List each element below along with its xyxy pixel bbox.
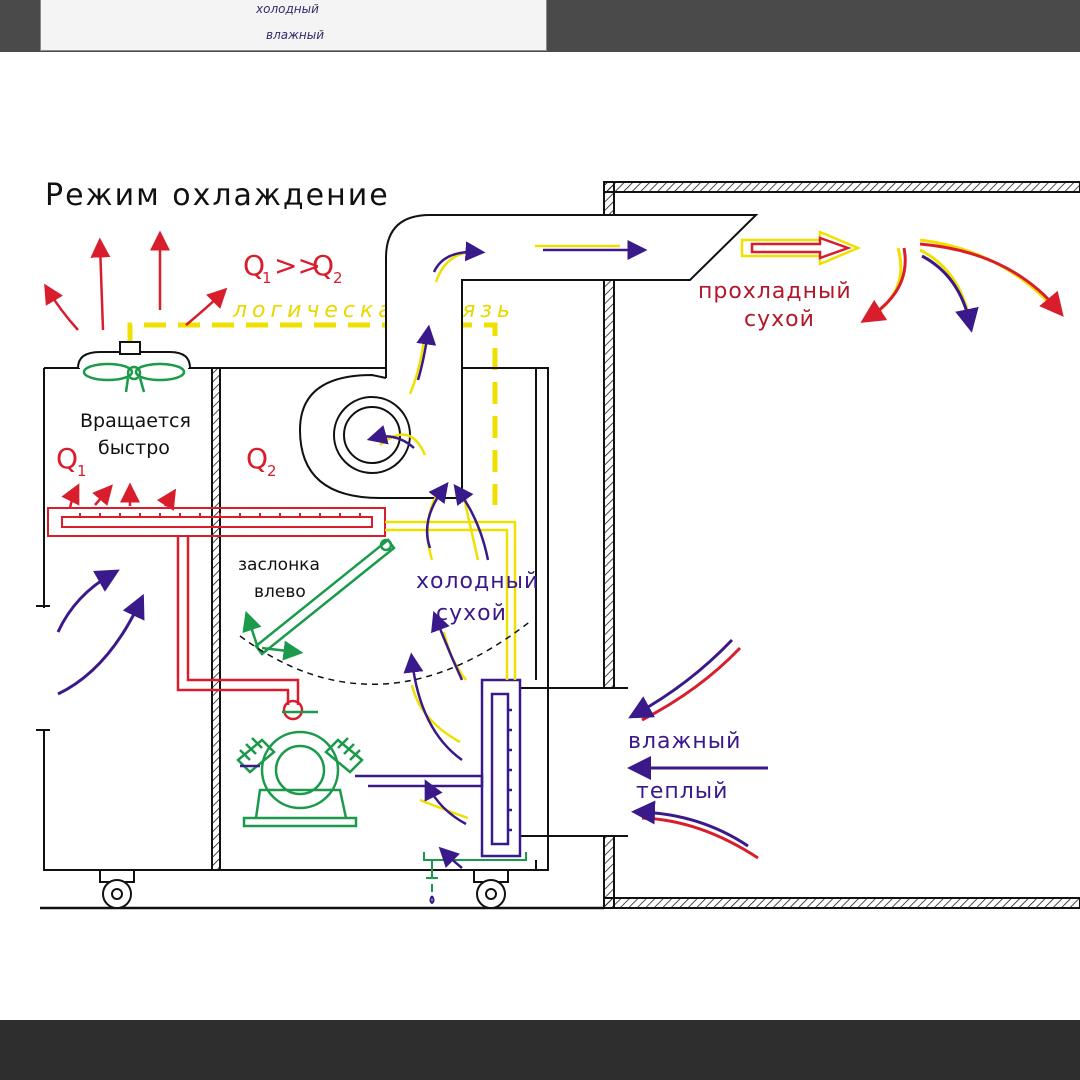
formula-sub1: 1 xyxy=(262,269,272,287)
logic-link-line xyxy=(127,322,498,505)
fan-label-line2: быстро xyxy=(98,437,170,459)
formula-op: >> xyxy=(274,249,321,282)
damper-label-line1: заслонка xyxy=(238,555,320,575)
heat-formula: Q 1 >> Q 2 xyxy=(243,249,343,287)
blurred-caption xyxy=(0,1020,1080,1072)
cooling-mode-diagram: Режим охлаждение Q 1 >> Q 2 логическая с… xyxy=(36,178,1080,910)
condenser-heat-arrows xyxy=(61,482,177,511)
intake-airflow xyxy=(56,569,145,696)
diagram-card: Режим охлаждение Q 1 >> Q 2 логическая с… xyxy=(0,52,1080,1020)
formula-sub2: 2 xyxy=(333,269,343,287)
pipe-junction xyxy=(282,699,304,721)
background-strip-bottom xyxy=(0,1020,1080,1080)
wheel-icon xyxy=(99,869,135,909)
refrigerant-pipe xyxy=(176,536,300,705)
return-air-arrows xyxy=(627,638,768,860)
fan-icon xyxy=(82,362,186,393)
damper-icon xyxy=(254,538,396,656)
q2-subscript: 2 xyxy=(267,462,277,480)
humid-warm-line2: теплый xyxy=(636,779,728,804)
room-curved-arrows xyxy=(860,238,1064,333)
damper-swing-arc xyxy=(239,619,533,686)
cool-dry-line2: сухой xyxy=(744,307,815,332)
formula-q2: Q xyxy=(312,249,334,282)
blower-icon xyxy=(298,214,759,499)
drain-icon xyxy=(423,852,527,905)
ghost-label-2: влажный xyxy=(266,28,325,42)
fan-label-line1: Вращается xyxy=(80,410,191,432)
room-walls xyxy=(520,181,1080,909)
hot-air-exhaust-arrows xyxy=(44,230,228,331)
wheel-icon xyxy=(473,869,509,909)
outflow-double-arrow xyxy=(740,230,862,266)
ghost-label-1: холодный xyxy=(256,2,319,16)
q2-symbol: Q xyxy=(246,442,268,475)
cool-dry-line1: прохладный xyxy=(698,279,852,304)
cold-dry-line2: сухой xyxy=(436,601,507,626)
damper-label-line2: влево xyxy=(254,582,306,602)
compressor-icon xyxy=(236,710,364,828)
evaporator-coil xyxy=(480,678,522,858)
damper-direction-arrows xyxy=(242,610,304,661)
q1-symbol: Q xyxy=(56,442,78,475)
cold-dry-line1: холодный xyxy=(416,569,539,594)
q1-subscript: 1 xyxy=(77,462,87,480)
unit-body xyxy=(36,367,549,871)
background-strip-top: холодный влажный xyxy=(0,0,1080,52)
diagram-title: Режим охлаждение xyxy=(45,178,390,213)
humid-warm-line1: влажный xyxy=(628,729,741,754)
ghost-diagram-preview: холодный влажный xyxy=(40,0,547,51)
duct-purple-airflow xyxy=(366,240,648,869)
formula-q1: Q xyxy=(243,249,265,282)
logic-link-label: логическая связь xyxy=(232,298,515,323)
